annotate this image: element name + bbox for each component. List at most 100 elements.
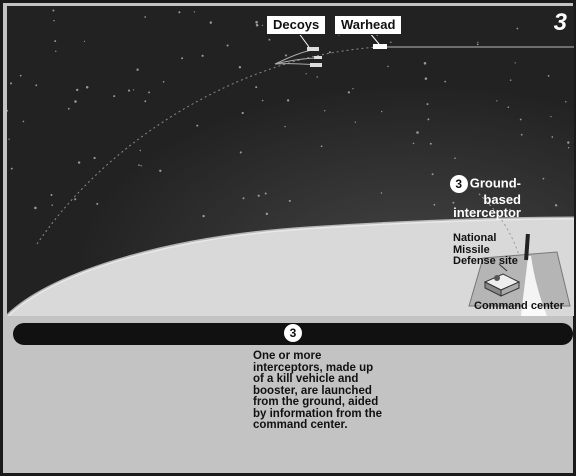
step-number-badge: 3 — [284, 324, 302, 342]
star — [76, 88, 79, 92]
star — [54, 40, 57, 43]
star — [22, 120, 25, 123]
star — [35, 84, 38, 87]
star — [113, 95, 116, 98]
star — [261, 24, 264, 27]
interceptor-missile — [524, 233, 530, 261]
gbi-text: Ground-based interceptor — [453, 175, 521, 220]
stars — [7, 9, 570, 218]
star — [565, 101, 567, 103]
star — [551, 136, 554, 138]
star — [354, 121, 356, 123]
star — [347, 91, 351, 94]
star — [10, 167, 13, 170]
decoy-object — [314, 56, 322, 59]
star — [477, 186, 479, 188]
scene-illustration — [7, 6, 574, 316]
star — [52, 9, 55, 12]
star — [9, 82, 13, 85]
star — [96, 202, 99, 205]
star — [255, 23, 259, 27]
star — [261, 99, 264, 102]
star — [242, 197, 245, 200]
star — [201, 54, 204, 57]
radar-dish — [494, 275, 500, 281]
command-center-label: Command center — [474, 300, 564, 312]
star — [53, 19, 55, 22]
star — [268, 38, 271, 41]
star — [241, 111, 244, 115]
star — [226, 44, 229, 47]
earth-surface — [7, 218, 574, 316]
star — [444, 80, 447, 83]
star — [429, 142, 432, 145]
star — [238, 66, 242, 69]
star — [416, 131, 419, 134]
star — [51, 204, 53, 206]
star — [196, 124, 199, 127]
star — [509, 208, 511, 211]
star — [202, 214, 205, 218]
star — [516, 27, 519, 30]
decoys-label: Decoys — [266, 15, 327, 35]
star — [454, 157, 456, 159]
star — [320, 145, 323, 148]
step-bar: 3 — [13, 323, 573, 345]
star — [257, 194, 260, 197]
star — [496, 100, 498, 102]
star — [431, 173, 434, 176]
star — [477, 41, 479, 43]
star — [265, 212, 269, 216]
star — [550, 115, 552, 118]
star — [132, 89, 135, 91]
star — [77, 161, 81, 164]
star — [193, 11, 196, 13]
star — [8, 138, 10, 140]
warhead-label: Warhead — [334, 15, 403, 35]
star — [83, 40, 86, 43]
star — [507, 106, 510, 108]
launch-plume — [521, 256, 547, 316]
nmd-site-label: National Missile Defense site — [453, 232, 518, 267]
star — [390, 41, 392, 43]
star — [427, 118, 430, 121]
decoy-object — [310, 63, 322, 67]
star — [284, 125, 286, 128]
star — [433, 203, 436, 206]
space-scene — [7, 6, 574, 316]
star — [140, 165, 142, 167]
star — [423, 62, 427, 65]
star — [387, 65, 389, 68]
star — [74, 198, 77, 201]
star — [138, 164, 140, 166]
star — [284, 54, 288, 57]
star — [380, 192, 383, 194]
star — [239, 151, 242, 154]
star — [519, 118, 522, 121]
star — [476, 43, 479, 46]
star — [567, 141, 570, 144]
site-leader — [498, 263, 508, 272]
star — [381, 110, 383, 113]
star — [162, 80, 165, 83]
earth-glow — [7, 216, 574, 316]
star — [55, 50, 57, 52]
star — [50, 193, 53, 197]
star — [67, 107, 70, 110]
star — [352, 87, 354, 90]
star — [288, 199, 291, 202]
star — [424, 77, 428, 80]
star — [181, 57, 184, 60]
star — [514, 62, 516, 64]
star — [178, 11, 181, 14]
star — [547, 74, 550, 77]
star — [452, 201, 455, 204]
step-description: One or more interceptors, made up of a k… — [253, 350, 383, 431]
star — [74, 100, 77, 103]
star — [144, 16, 147, 18]
star — [520, 133, 523, 136]
star — [255, 86, 258, 89]
star — [127, 89, 131, 92]
